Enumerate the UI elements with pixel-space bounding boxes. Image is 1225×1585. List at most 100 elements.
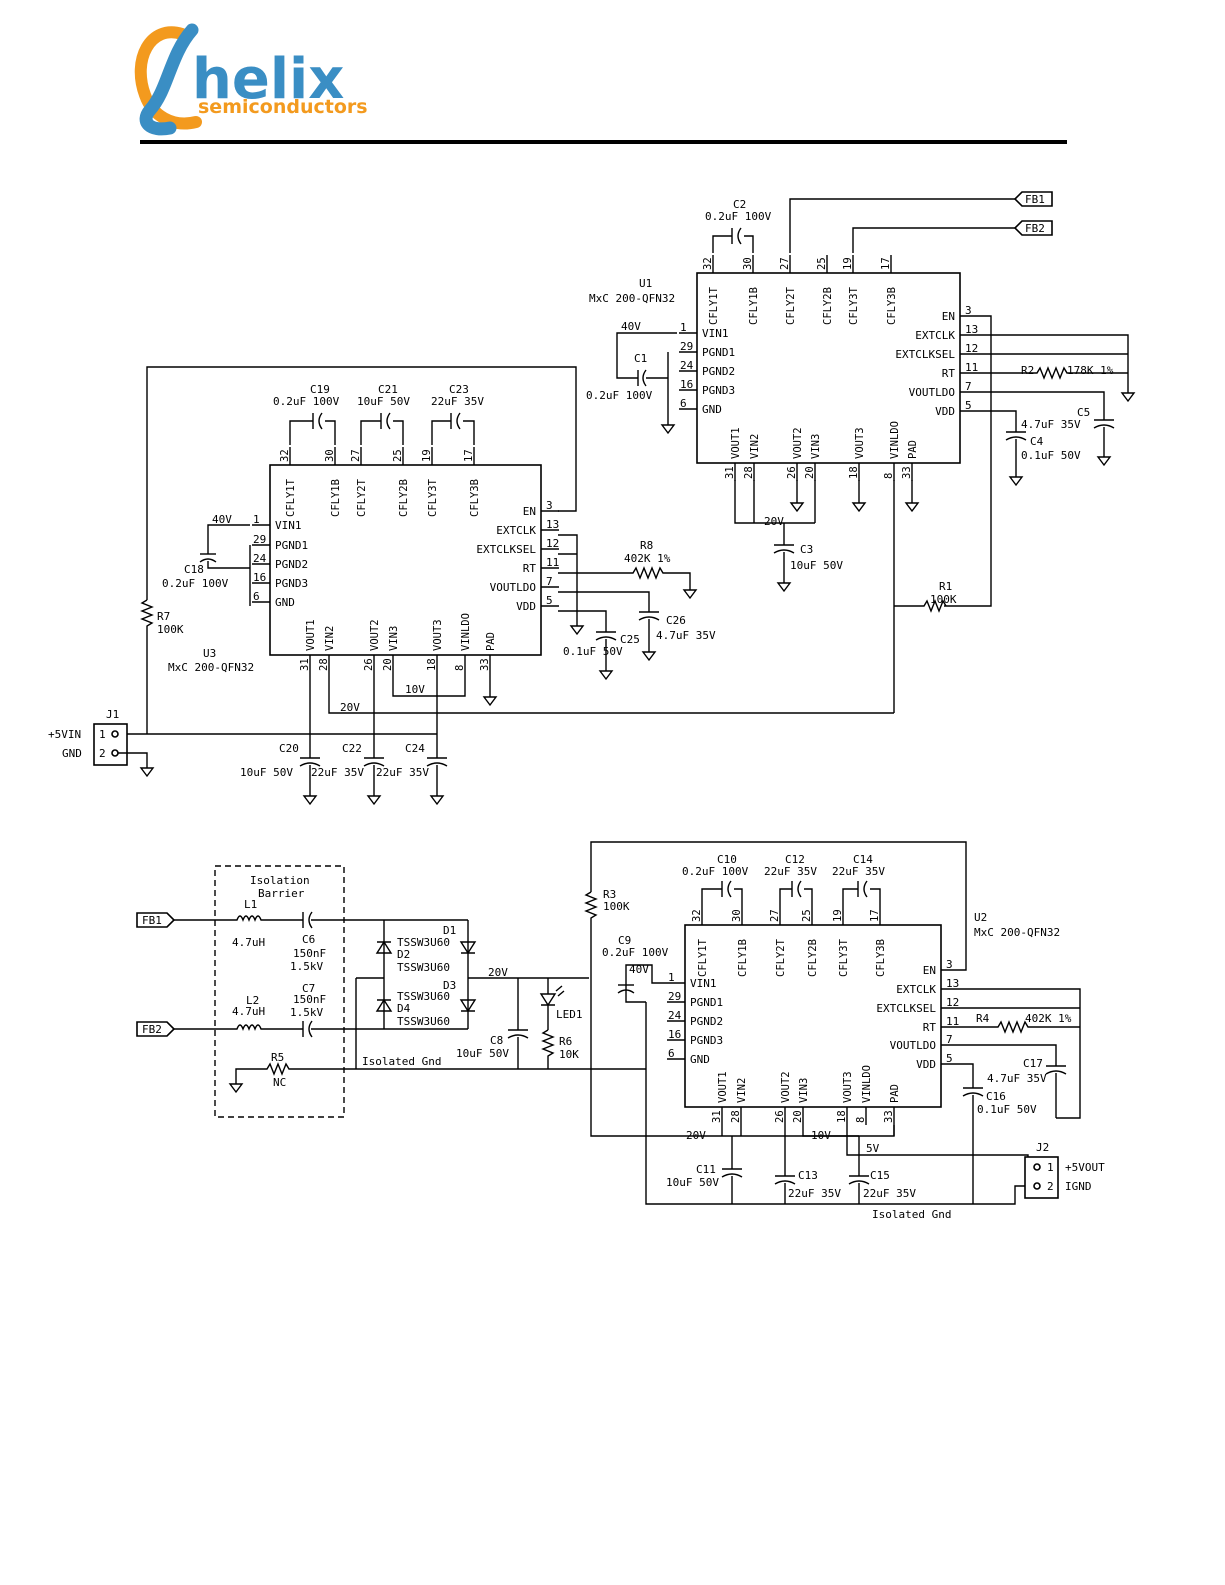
- j2-pin1-num: 1: [1047, 1161, 1054, 1174]
- u1-pin-25-number: 25: [816, 257, 828, 270]
- c7-plate-b: [308, 1020, 313, 1038]
- u1-pin-30-number: 30: [742, 257, 754, 270]
- u2-pin-19-number: 19: [832, 909, 844, 922]
- u1-en-wire: [944, 315, 992, 607]
- u1-pin-11-name: RT: [942, 367, 956, 380]
- u2-pin-26-name: VOUT2: [780, 1071, 792, 1103]
- r7-ref: R7: [157, 610, 170, 623]
- u2-pin-32-number: 32: [691, 909, 703, 922]
- d3-value: TSSW3U60: [397, 990, 450, 1003]
- u2-pin-30-name: CFLY1B: [737, 939, 749, 977]
- rect-gnd-rail-left: [355, 977, 384, 1069]
- u3-pin-12-number: 12: [546, 537, 559, 550]
- u3-part: MxC 200-QFN32: [168, 661, 254, 674]
- u2-pin-11-number: 11: [946, 1015, 959, 1028]
- l2-ref: L2: [246, 994, 259, 1007]
- u2-10v-net: [784, 1125, 859, 1176]
- c10-ref: C10: [717, 853, 737, 866]
- r8-ref: R8: [640, 539, 653, 552]
- u2-pin-33-number: 33: [883, 1110, 895, 1123]
- l1-inductor: [174, 915, 303, 922]
- u1-pin-32-name: CFLY1T: [708, 286, 720, 325]
- c26-plate-b: [638, 616, 660, 621]
- u3-pin-13-name: EXTCLK: [496, 524, 536, 537]
- u2-pin-7-number: 7: [946, 1033, 953, 1046]
- u3-pin-26-number: 26: [363, 658, 375, 671]
- c3-ref: C3: [800, 543, 813, 556]
- u2-pin-30-number: 30: [731, 909, 743, 922]
- fb1-input-port: [136, 912, 176, 928]
- u1-pin-31-name: VOUT1: [730, 427, 742, 459]
- u1-pin-27-name: CFLY2T: [785, 286, 797, 325]
- r5-resistor: [235, 1062, 646, 1084]
- u1-net-20v: 20V: [764, 515, 784, 528]
- c22-value: 22uF 35V: [311, 766, 364, 779]
- u2-vin-net: 40V: [629, 963, 649, 976]
- u3-pin-33-number: 33: [479, 658, 491, 671]
- u1-pin-31-number: 31: [724, 466, 736, 479]
- u3-10v-net: [373, 673, 466, 758]
- u1-ic-body: [696, 272, 961, 464]
- u1-gnd-symbol: [660, 424, 676, 435]
- r4-resistor: [959, 1020, 1080, 1034]
- c21-wires: [360, 420, 404, 445]
- u2-pin-8-name: VINLDO: [861, 1065, 873, 1103]
- r2-value: 178K 1%: [1067, 364, 1114, 377]
- u3-pin-5-name: VDD: [516, 600, 536, 613]
- u3-pin-7-number: 7: [546, 575, 553, 588]
- u1-voutldo-wire: [978, 391, 1105, 420]
- fb1-port-label: FB1: [1025, 193, 1045, 206]
- u1-vout2-gnd: [789, 502, 805, 513]
- u3-net-20v: 20V: [340, 701, 360, 714]
- u3-vdd-wire: [558, 610, 607, 632]
- logo-swoosh-orange: [134, 26, 202, 130]
- u2-vdd-wire: [959, 1063, 974, 1088]
- u2-pin-12-number: 12: [946, 996, 959, 1009]
- j2-pin2-num: 2: [1047, 1180, 1054, 1193]
- u1-pin-8-name: VINLDO: [889, 421, 901, 459]
- u3-pin-12-name: EXTCLKSEL: [476, 543, 536, 556]
- u3-block: 32CFLY1T30CFLY1B27CFLY2T25CFLY2B19CFLY3T…: [48, 366, 894, 806]
- u1-pin-6-name: GND: [702, 403, 722, 416]
- u1-pin-12-name: EXTCLKSEL: [895, 348, 955, 361]
- u1-pin-33-name: PAD: [907, 440, 919, 459]
- u1-pin-5-number: 5: [965, 399, 972, 412]
- j1-gnd-wire: [118, 752, 148, 768]
- u1-pin-27-number: 27: [779, 257, 791, 270]
- d2-value: TSSW3U60: [397, 961, 450, 974]
- u2-pin-29-number: 29: [668, 990, 681, 1003]
- c2-wires: [712, 235, 754, 253]
- u3-vin-wire: [207, 524, 250, 554]
- c16-plate-b: [962, 1092, 984, 1097]
- j1-label-vin: +5VIN: [48, 728, 81, 741]
- u3-pins: 32CFLY1T30CFLY1B27CFLY2T25CFLY2B19CFLY3T…: [252, 447, 559, 673]
- j1-pin2: [111, 749, 119, 757]
- u2-ref: U2: [974, 911, 987, 924]
- u3-pin-24-name: PGND2: [275, 558, 308, 571]
- c20-ref: C20: [279, 742, 299, 755]
- u1-pin-32-number: 32: [702, 257, 714, 270]
- c20-plate-b: [299, 762, 321, 767]
- l2-value: 4.7uH: [232, 1005, 265, 1018]
- r3-resistor: [584, 891, 895, 1137]
- u1-pin-25-name: CFLY2B: [822, 287, 834, 325]
- u3-pin-32-name: CFLY1T: [285, 478, 297, 517]
- u2-voutldo-wire: [959, 1044, 1057, 1066]
- u1-block: 32CFLY1T30CFLY1B27CFLY2T25CFLY2B19CFLY3T…: [586, 191, 1136, 713]
- c8-plate-b: [507, 1034, 529, 1039]
- u1-pin-7-name: VOUTLDO: [909, 386, 955, 399]
- u1-pin-17-name: CFLY3B: [886, 287, 898, 325]
- c11-ref: C11: [696, 1163, 716, 1176]
- u3-vin-net: 40V: [212, 513, 232, 526]
- r1-resistor: [894, 599, 947, 613]
- u2-pin-8-number: 8: [855, 1117, 867, 1123]
- u3-ref: U3: [203, 647, 216, 660]
- u3-pin-28-number: 28: [318, 658, 330, 671]
- c20-gnd: [302, 795, 318, 806]
- u3-extclk-wire: [558, 534, 578, 626]
- u2-pin-11-name: RT: [923, 1021, 937, 1034]
- c6-value-1: 150nF: [293, 947, 326, 960]
- c11-plate-b: [721, 1173, 743, 1178]
- u1-20v-net: [734, 480, 815, 524]
- u3-voutldo-wire: [558, 591, 650, 612]
